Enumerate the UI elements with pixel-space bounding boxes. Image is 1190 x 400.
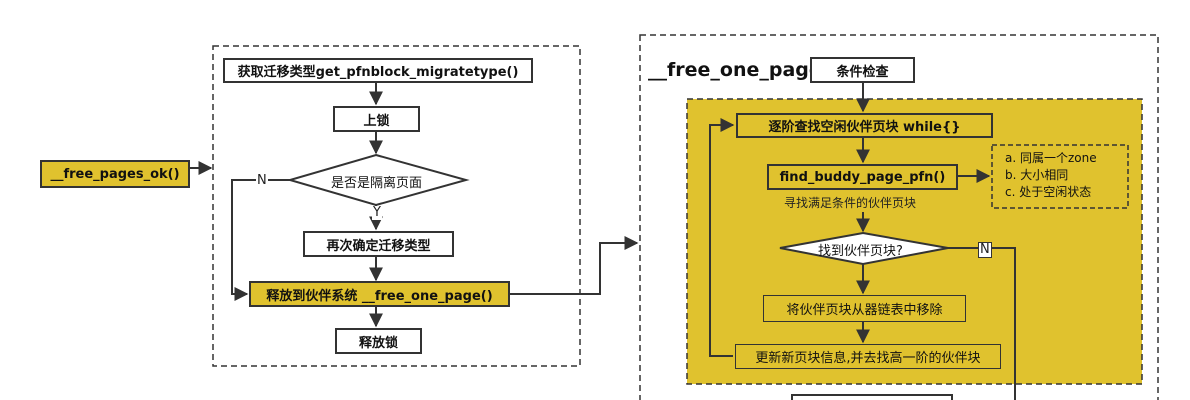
release-to-buddy-box: 释放到伙伴系统 __free_one_page() — [249, 281, 510, 307]
left-no-label: N — [256, 173, 268, 188]
condition-same-size: b. 大小相同 — [1005, 168, 1069, 182]
loop-search-box: 逐阶查找空闲伙伴页块 while{} — [736, 113, 993, 138]
free-one-page-title: __free_one_page — [648, 59, 822, 81]
right-container — [639, 34, 1159, 400]
find-buddy-pfn-box: find_buddy_page_pfn() — [767, 164, 958, 190]
arrow-loop-back — [709, 118, 735, 357]
confirm-migratetype-box: 再次确定迁移类型 — [303, 231, 454, 257]
condition-same-zone: a. 同属一个zone — [1005, 151, 1097, 165]
arrow-no-branch — [231, 179, 290, 301]
find-buddy-description: 寻找满足条件的伙伴页块 — [784, 196, 917, 210]
buddy-conditions: a. 同属一个zone b. 大小相同 c. 处于空闲状态 — [1005, 150, 1097, 201]
lock-box: 上锁 — [333, 106, 420, 132]
remove-from-list-box: 将伙伴页块从器链表中移除 — [763, 295, 966, 322]
right-no-label: N — [978, 242, 992, 258]
get-migratetype-box: 获取迁移类型get_pfnblock_migratetype() — [223, 58, 533, 83]
free-pages-ok-box: __free_pages_ok() — [40, 160, 190, 188]
found-buddy-decision-label: 找到伙伴页块? — [818, 244, 903, 259]
conditions-container — [991, 144, 1129, 209]
arrow-no-exit — [948, 247, 1016, 400]
arrow-left-to-right — [510, 236, 639, 295]
isolate-decision-label: 是否是隔离页面 — [331, 176, 423, 191]
unlock-box: 释放锁 — [335, 328, 422, 354]
condition-free-state: c. 处于空闲状态 — [1005, 185, 1092, 199]
left-yes-label: Y — [372, 205, 382, 220]
bottom-partial-box — [791, 394, 953, 400]
update-page-block-box: 更新新页块信息,并去找高一阶的伙伴块 — [735, 344, 1001, 369]
left-container — [212, 45, 581, 367]
condition-check-box: 条件检查 — [810, 57, 915, 83]
